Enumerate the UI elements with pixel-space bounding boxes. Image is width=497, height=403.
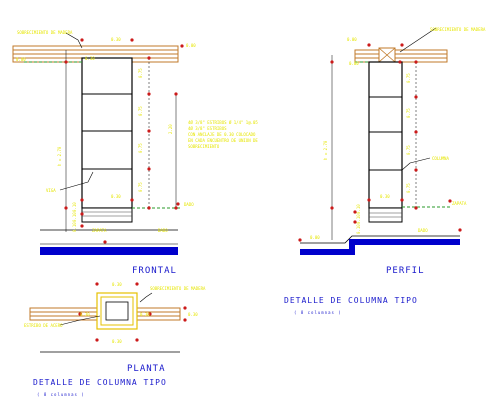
planta-dim-markers bbox=[78, 282, 187, 342]
perfil-top-level: 0.00 bbox=[347, 37, 357, 42]
perfil-right-label: COLUMNA bbox=[432, 156, 449, 161]
frontal-base-dim-3: 0.10 bbox=[72, 222, 77, 232]
planta-bottom-dim: 0.30 bbox=[112, 339, 122, 344]
frontal-top-dim: 0.30 bbox=[111, 37, 121, 42]
perfil-dim-markers bbox=[298, 43, 462, 242]
planta-view: 0.30 SOBRECIMIENTO DE MADERA ESTRIBO DE … bbox=[24, 282, 206, 374]
perfil-height-text: h = 2.70 bbox=[323, 140, 328, 160]
perfil-seg-dim-4: 0.75 bbox=[406, 183, 411, 193]
planta-top-dim: 0.30 bbox=[112, 282, 122, 287]
perfil-lower-level: 0.00 bbox=[310, 235, 320, 240]
frontal-note: 4Ø 3/8" ESTRIBOS Ø 1/4" 1@.05 4Ø 3/8" ES… bbox=[188, 120, 258, 149]
perfil-left-level: 0.00 bbox=[349, 61, 359, 66]
frontal-base-dim-2: 0.10 bbox=[72, 212, 77, 222]
perfil-seg-dim-2: 0.75 bbox=[406, 108, 411, 118]
frontal-top-label: SOBRECIMIENTO DE MADERA bbox=[17, 30, 73, 35]
planta-view-title: PLANTA bbox=[127, 364, 166, 374]
svg-text:4Ø 3/8" ESTRIBOS Ø 1/4" 1@.05: 4Ø 3/8" ESTRIBOS Ø 1/4" 1@.05 bbox=[188, 120, 258, 125]
frontal-height-text: h = 2.70 bbox=[57, 146, 62, 166]
perfil-top-label: SOBRECIMIENTO DE MADERA bbox=[430, 27, 486, 32]
frontal-right-level: 0.00 bbox=[186, 43, 196, 48]
frontal-seg-dim-4: 0.75 bbox=[138, 182, 143, 192]
perfil-base-dim-3: 0.10 bbox=[356, 224, 361, 234]
bottom-subtitle: ( 8 columnas ) bbox=[37, 392, 85, 397]
right-title: DETALLE DE COLUMNA TIPO bbox=[284, 296, 418, 305]
frontal-seg-dim-3: 0.75 bbox=[138, 143, 143, 153]
frontal-seg-dim-1: 0.75 bbox=[138, 68, 143, 78]
planta-label-right: SOBRECIMIENTO DE MADERA bbox=[150, 286, 206, 291]
perfil-base-block bbox=[368, 207, 403, 223]
frontal-dim-markers bbox=[64, 38, 184, 244]
perfil-view-title: PERFIL bbox=[386, 266, 425, 276]
perfil-ground-slab bbox=[300, 239, 460, 255]
right-subtitle: ( 8 columnas ) bbox=[294, 310, 342, 315]
frontal-total-dim: 2.20 bbox=[168, 124, 173, 134]
planta-inner-dim-2: 0.30 bbox=[140, 312, 150, 317]
svg-text:CON ANCLAJE DE 0.30 COLOCADO: CON ANCLAJE DE 0.30 COLOCADO bbox=[188, 132, 256, 137]
frontal-left-label: VIGA bbox=[46, 188, 56, 193]
bottom-title-block: DETALLE DE COLUMNA TIPO ( 8 columnas ) bbox=[33, 378, 167, 397]
frontal-base-dim-1: 0.10 bbox=[72, 202, 77, 212]
perfil-seg-dim-3: 0.75 bbox=[406, 145, 411, 155]
svg-text:EN CADA ENCUENTRO DE UNION DE: EN CADA ENCUENTRO DE UNION DE bbox=[188, 138, 258, 143]
perfil-base-label: DADO bbox=[418, 228, 428, 233]
perfil-base-dim-2: 0.10 bbox=[356, 214, 361, 224]
svg-text:SOBRECIMIENTO: SOBRECIMIENTO bbox=[188, 144, 220, 149]
frontal-view-title: FRONTAL bbox=[132, 266, 177, 276]
perfil-view: SOBRECIMIENTO DE MADERA 0.00 0.00 0.75 0… bbox=[298, 27, 486, 276]
frontal-left-level: 0.00 bbox=[16, 57, 26, 62]
frontal-bottom-right-label: DADO bbox=[184, 202, 194, 207]
perfil-base-dim-1: 0.10 bbox=[356, 204, 361, 214]
perfil-bottom-dim: 0.30 bbox=[380, 194, 390, 199]
perfil-seg-dim-1: 0.75 bbox=[406, 73, 411, 83]
frontal-under-label: DADO bbox=[158, 228, 168, 233]
perfil-top-beam bbox=[354, 49, 448, 63]
frontal-view: SOBRECIMIENTO DE MADERA 0.30 0.30 0.00 0… bbox=[12, 30, 258, 276]
svg-text:4Ø 3/8" ESTRIBOS: 4Ø 3/8" ESTRIBOS bbox=[188, 126, 227, 131]
bottom-title: DETALLE DE COLUMNA TIPO bbox=[33, 378, 167, 387]
perfil-column bbox=[368, 61, 403, 209]
right-title-block: DETALLE DE COLUMNA TIPO ( 8 columnas ) bbox=[284, 296, 418, 315]
frontal-column bbox=[81, 57, 133, 209]
frontal-ground-slab bbox=[40, 247, 178, 255]
planta-label-left: ESTRIBO DE ACERO bbox=[24, 323, 63, 328]
perfil-base-right-label: ZAPATA bbox=[452, 201, 467, 206]
frontal-bottom-dim: 0.30 bbox=[111, 194, 121, 199]
frontal-base-label: ZAPATA bbox=[92, 228, 107, 233]
frontal-base-block bbox=[81, 207, 133, 223]
planta-inner-dim-1: 0.30 bbox=[80, 312, 90, 317]
frontal-seg-dim-2: 0.75 bbox=[138, 106, 143, 116]
planta-right-dim: 0.30 bbox=[188, 312, 198, 317]
frontal-side-dim: 0.30 bbox=[85, 56, 95, 61]
